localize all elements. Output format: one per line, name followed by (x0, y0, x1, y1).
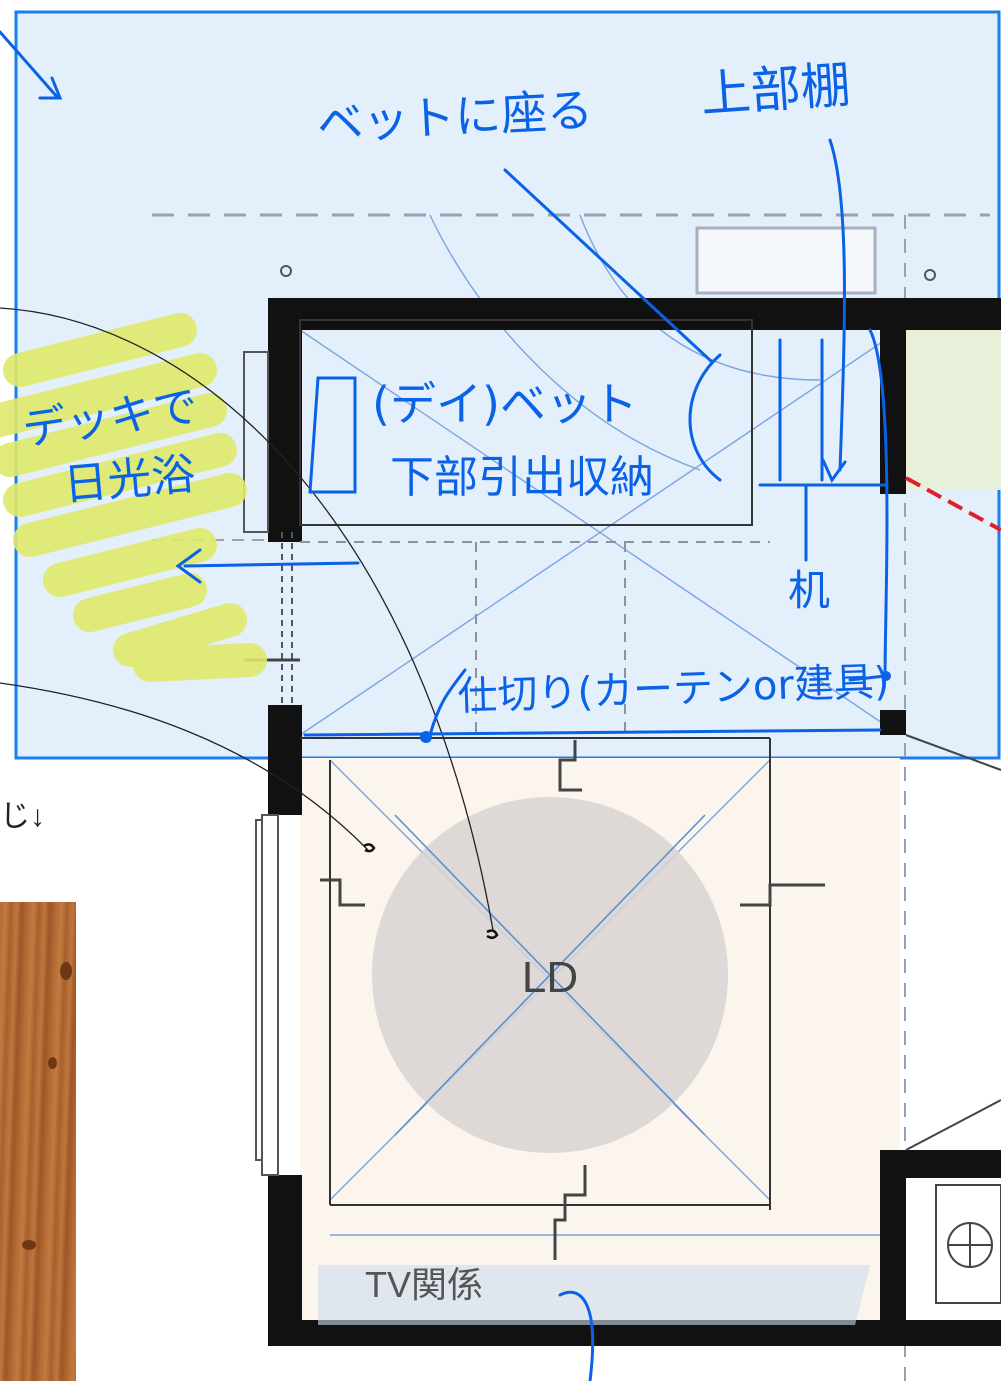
leader-dot (363, 843, 376, 853)
column-marker (280, 265, 292, 277)
wood-knot (22, 1240, 36, 1250)
window-frames (243, 351, 293, 1176)
wood-floor-photo (0, 902, 76, 1381)
note-desk: 机 (788, 566, 830, 615)
dashed-grid (300, 541, 770, 735)
tv-area (318, 1265, 870, 1325)
ld-cross-lines (394, 814, 706, 1136)
door-swing (905, 476, 1001, 532)
partition-end-dot (881, 671, 891, 681)
deck-highlight (0, 313, 267, 682)
interior-lines (299, 319, 771, 1210)
right-room-fill (905, 330, 1001, 490)
walls (268, 298, 1001, 1346)
note-upper-shelf: 上部棚 (699, 56, 853, 124)
note-day-bed: (デイ)ベット (372, 377, 638, 431)
column-marker (924, 269, 936, 281)
note-drawer-storage: 下部引出収納 (390, 452, 654, 503)
leader-dot (486, 929, 499, 939)
tv-label: TV関係 (365, 1264, 483, 1305)
skylight (695, 226, 877, 295)
leader-curves (0, 307, 494, 931)
side-text-fragment: じ↓ (0, 800, 45, 833)
annotation-strokes (0, 30, 889, 1381)
wood-knot (60, 962, 72, 980)
wall-stubs (244, 658, 825, 1260)
kitchen-unit (905, 734, 1001, 1304)
wood-knot (48, 1057, 57, 1069)
partition-dot (420, 731, 432, 743)
note-sunbath: 日光浴 (62, 449, 198, 511)
room-label-ld: LD (522, 953, 578, 1002)
